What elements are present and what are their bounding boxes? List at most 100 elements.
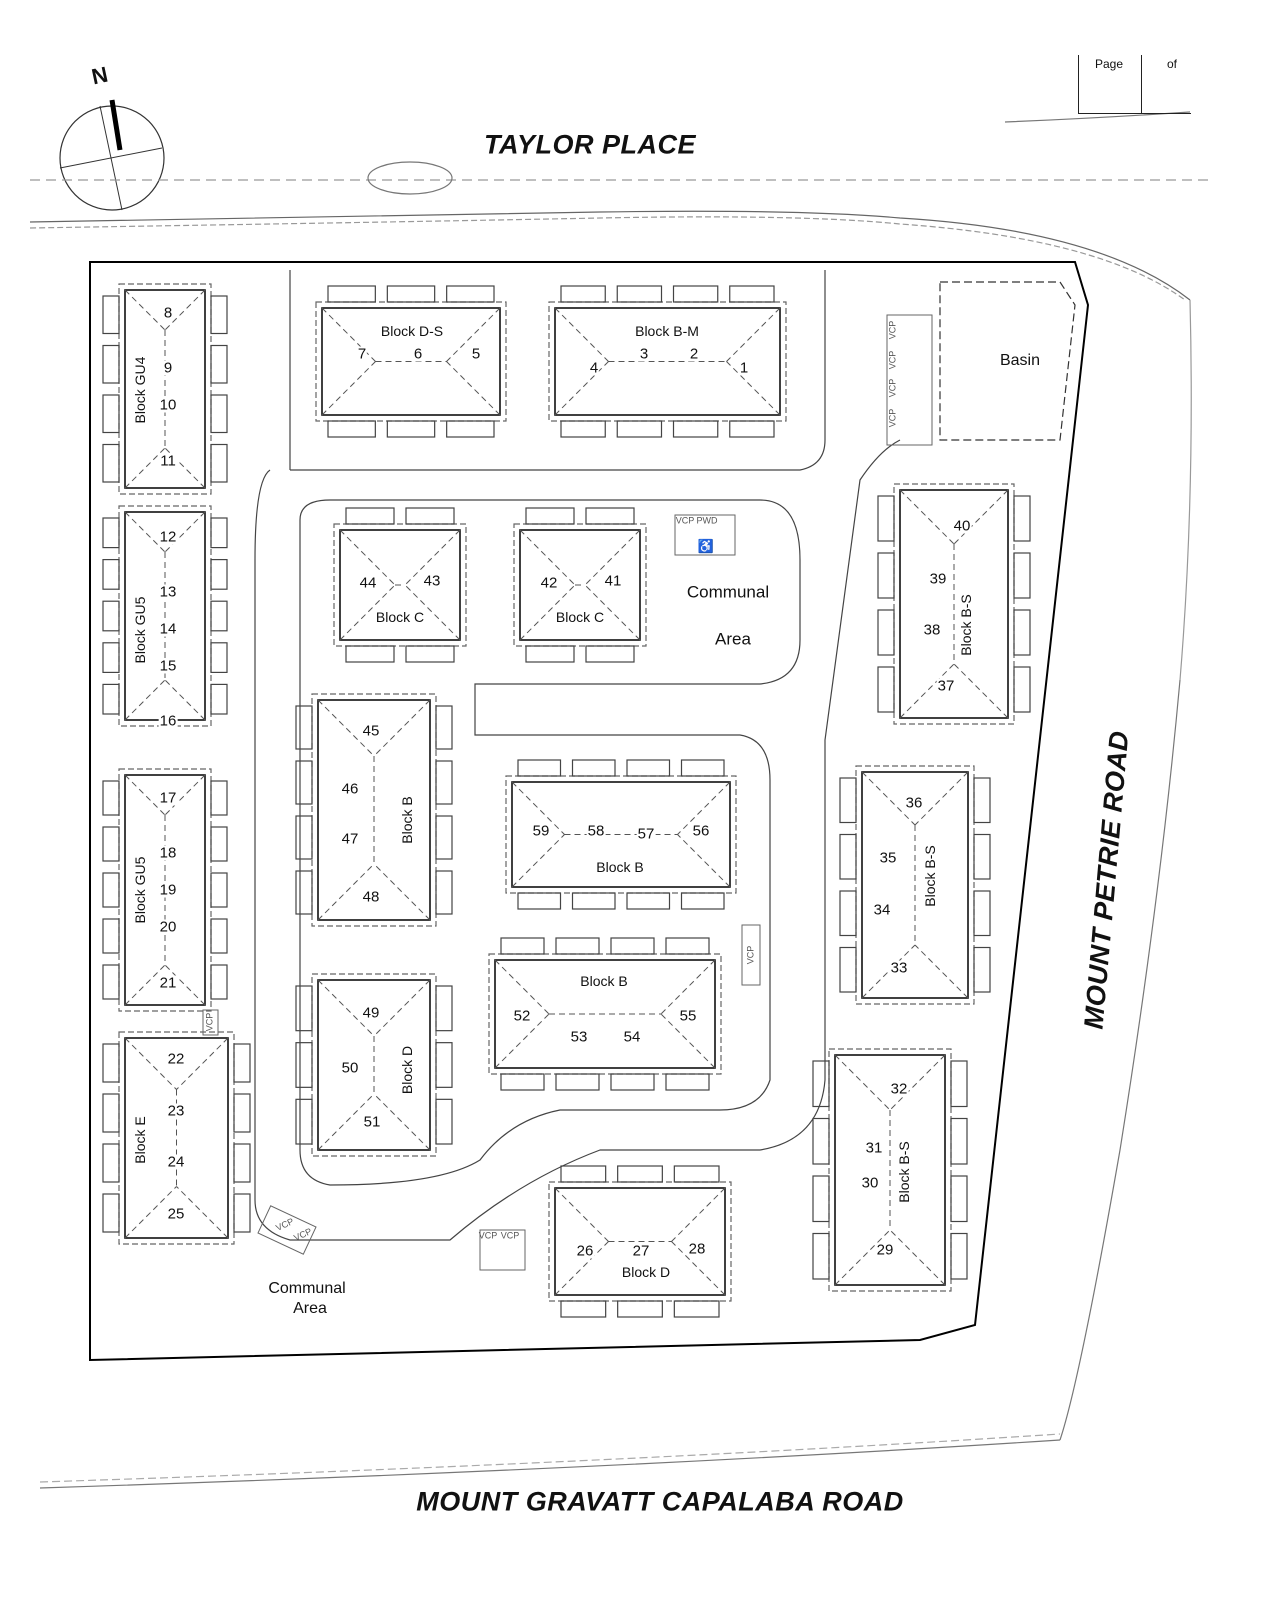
unit-number[interactable]: 14 (158, 620, 178, 638)
north-arrow-needle (109, 99, 123, 151)
unit-number[interactable]: 52 (512, 1007, 532, 1025)
unit-number[interactable]: 47 (340, 830, 360, 848)
unit-number[interactable]: 8 (162, 304, 174, 322)
unit-number[interactable]: 5 (470, 345, 482, 363)
courtyard (210, 872, 228, 908)
unit-number[interactable]: 18 (158, 844, 178, 862)
unit-number[interactable]: 36 (904, 794, 924, 812)
unit-number[interactable]: 24 (166, 1153, 186, 1171)
unit-number[interactable]: 50 (340, 1059, 360, 1077)
unit-number[interactable]: 55 (678, 1007, 698, 1025)
courtyard (812, 1117, 830, 1165)
visitor-parking-label: VCP (675, 515, 695, 526)
courtyard (517, 892, 562, 910)
courtyard (386, 420, 436, 438)
road-label-taylor-place: TAYLOR PLACE (484, 129, 696, 160)
unit-number[interactable]: 37 (936, 677, 956, 695)
unit-number[interactable]: 30 (860, 1174, 880, 1192)
unit-number[interactable]: 39 (928, 570, 948, 588)
visitor-parking-label: VCP (478, 1230, 498, 1241)
unit-number[interactable]: 34 (872, 901, 892, 919)
unit-number[interactable]: 29 (875, 1241, 895, 1259)
unit-number[interactable]: 41 (603, 572, 623, 590)
building-block (333, 507, 467, 663)
courtyard (877, 666, 895, 713)
block-eave-line (855, 765, 975, 1005)
unit-number[interactable]: 28 (687, 1240, 707, 1258)
building-block (877, 483, 1031, 725)
unit-number[interactable]: 11 (159, 452, 177, 470)
unit-number[interactable]: 10 (158, 396, 178, 414)
courtyard (233, 1193, 251, 1233)
courtyard (102, 964, 120, 1000)
unit-number[interactable]: 40 (952, 517, 972, 535)
courtyard (446, 420, 495, 438)
courtyard (233, 1043, 251, 1083)
unit-number[interactable]: 7 (356, 345, 368, 363)
roof-line (554, 1187, 609, 1242)
unit-number[interactable]: 44 (358, 574, 378, 592)
block-eave-line (488, 953, 722, 1075)
courtyard (672, 420, 719, 438)
unit-number[interactable]: 53 (569, 1028, 589, 1046)
unit-number[interactable]: 3 (638, 345, 650, 363)
unit-number[interactable]: 32 (889, 1080, 909, 1098)
unit-number[interactable]: 17 (158, 789, 178, 807)
unit-number[interactable]: 56 (691, 822, 711, 840)
unit-number[interactable]: 19 (158, 881, 178, 899)
unit-number[interactable]: 58 (586, 822, 606, 840)
courtyard (555, 1073, 600, 1091)
unit-number[interactable]: 22 (166, 1050, 186, 1068)
courtyard (295, 870, 313, 915)
unit-number[interactable]: 2 (688, 345, 700, 363)
unit-number[interactable]: 12 (158, 528, 178, 546)
unit-number[interactable]: 31 (864, 1139, 884, 1157)
unit-number[interactable]: 38 (922, 621, 942, 639)
courtyard (345, 645, 395, 663)
unit-number[interactable]: 49 (361, 1004, 381, 1022)
unit-number[interactable]: 16 (158, 712, 178, 730)
block-eave-line (893, 483, 1015, 725)
unit-number[interactable]: 9 (162, 359, 174, 377)
courtyard (327, 420, 376, 438)
unit-number[interactable]: 59 (531, 822, 551, 840)
courtyard (233, 1093, 251, 1133)
unit-number[interactable]: 57 (636, 825, 656, 843)
unit-number[interactable]: 13 (158, 583, 178, 601)
courtyard (500, 1073, 545, 1091)
roof-line (554, 361, 609, 416)
courtyard (233, 1143, 251, 1183)
unit-number[interactable]: 46 (340, 780, 360, 798)
block-eave-line (828, 1048, 952, 1292)
roof-line (660, 1013, 716, 1069)
unit-number[interactable]: 21 (158, 974, 178, 992)
courtyard (560, 285, 606, 303)
roof-line (373, 699, 431, 757)
block-outline (861, 771, 969, 999)
unit-number[interactable]: 51 (362, 1113, 382, 1131)
unit-number[interactable]: 27 (631, 1242, 651, 1260)
block-outline (834, 1054, 946, 1286)
unit-number[interactable]: 25 (166, 1205, 186, 1223)
unit-number[interactable]: 45 (361, 722, 381, 740)
courtyard (877, 552, 895, 599)
roof-line (660, 959, 716, 1015)
unit-number[interactable]: 15 (158, 657, 178, 675)
unit-number[interactable]: 48 (361, 888, 381, 906)
unit-number[interactable]: 26 (575, 1242, 595, 1260)
unit-number[interactable]: 6 (412, 345, 424, 363)
unit-number[interactable]: 54 (622, 1028, 642, 1046)
mount-petrie-kerb (1179, 299, 1192, 681)
unit-number[interactable]: 43 (422, 572, 442, 590)
unit-number[interactable]: 20 (158, 918, 178, 936)
unit-number[interactable]: 35 (878, 849, 898, 867)
communal-area-label: Area (715, 629, 751, 649)
unit-number[interactable]: 4 (588, 359, 600, 377)
unit-number[interactable]: 33 (889, 959, 909, 977)
block-eave-line (311, 693, 437, 927)
unit-number[interactable]: 23 (166, 1102, 186, 1120)
unit-number[interactable]: 42 (539, 574, 559, 592)
courtyard (525, 507, 575, 525)
block-outline (511, 781, 731, 888)
unit-number[interactable]: 1 (738, 359, 750, 377)
